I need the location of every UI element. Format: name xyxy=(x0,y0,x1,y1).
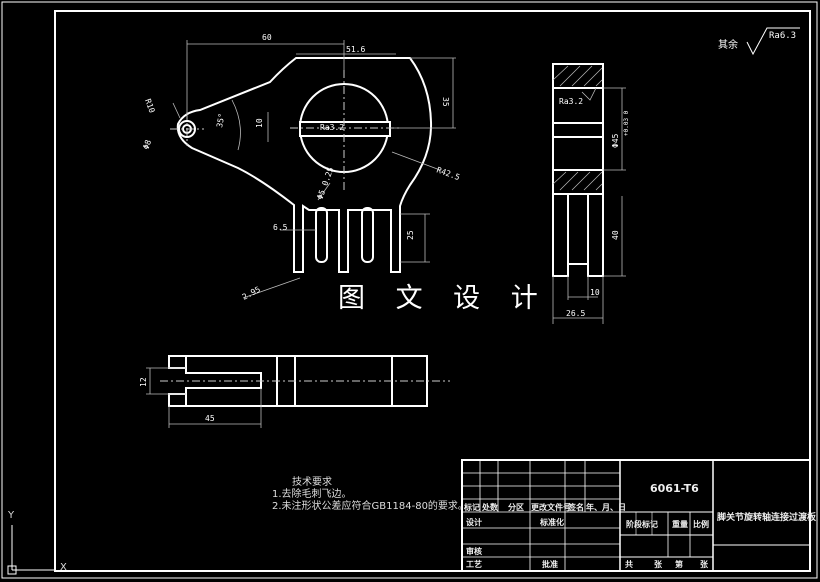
watermark-text: 图 文 设 计 xyxy=(338,283,549,314)
ucs-icon xyxy=(7,525,55,575)
dim-45: 45 xyxy=(205,414,215,423)
tb-weight: 重量 xyxy=(672,520,688,529)
side-view xyxy=(552,63,604,277)
dim-phi45: Φ45 xyxy=(611,133,620,148)
dim-slot-width: Φ5 0.25 xyxy=(315,166,335,201)
tb-process: 工艺 xyxy=(466,560,482,569)
roughness-value: Ra6.3 xyxy=(769,31,796,41)
front-view xyxy=(176,57,433,273)
tb-row-label-3: 更改文件号 xyxy=(531,503,571,512)
dim-35: 35 xyxy=(441,97,450,107)
side-view-dimensions xyxy=(552,87,626,324)
roughness-prefix: 其余 xyxy=(718,38,738,51)
dim-60: 60 xyxy=(262,33,272,42)
tb-sheet: 张 xyxy=(654,560,662,569)
dim-25: 25 xyxy=(406,230,415,240)
front-view-dimensions xyxy=(172,40,456,299)
tb-review: 审核 xyxy=(466,547,482,556)
dim-26-5: 26.5 xyxy=(566,309,585,318)
dim-12: 12 xyxy=(139,377,148,387)
tech-req-title: 技术要求 xyxy=(292,477,332,488)
dim-tol45: +0.03 0 xyxy=(623,110,630,136)
tb-total: 共 xyxy=(625,560,633,569)
tb-design: 设计 xyxy=(466,518,482,527)
dim-r10: R10 xyxy=(143,98,156,115)
roughness-symbol xyxy=(746,27,800,56)
ucs-y-label: Y xyxy=(8,510,15,521)
top-view-dimensions xyxy=(146,367,262,428)
tb-approve: 批准 xyxy=(542,560,558,569)
tb-stage-mark: 阶段标记 xyxy=(626,520,658,529)
dim-10: 10 xyxy=(255,118,264,128)
dim-r42-5: R42.5 xyxy=(435,165,461,182)
tb-row-label-2: 分区 xyxy=(508,503,524,512)
dim-10b: 10 xyxy=(590,288,600,297)
tb-row-label-0: 标记 xyxy=(464,503,480,512)
title-block xyxy=(461,459,811,572)
dim-phi8: Φ8 xyxy=(141,138,153,150)
tb-page: 第 xyxy=(675,560,683,569)
inner-frame xyxy=(54,10,811,572)
tb-scale: 比例 xyxy=(693,520,709,529)
tb-drawing-name: 脚关节旋转轴连接过渡板 xyxy=(717,513,817,523)
dim-6-5: 6.5 xyxy=(273,223,288,232)
technical-requirements: 技术要求 1.去除毛刺飞边。 2.未注形状公差应符合GB1184-80的要求。 xyxy=(272,477,468,513)
tb-sheet2: 张 xyxy=(700,560,708,569)
tb-row-label-4: 签名 xyxy=(568,503,584,512)
ucs-x-label: X xyxy=(60,562,67,573)
tb-row-label-1: 处数 xyxy=(482,503,498,512)
tech-req-item-1: 1.去除毛刺飞边。 xyxy=(272,489,352,500)
dim-angle-35: 35° xyxy=(215,113,226,129)
tech-req-item-2: 2.未注形状公差应符合GB1184-80的要求。 xyxy=(272,501,468,512)
dim-ra3-2-b: Ra3.2 xyxy=(559,97,583,106)
tb-standardize: 标准化 xyxy=(540,518,564,527)
tb-row-label-5: 年、月、日 xyxy=(586,503,626,512)
dim-ra3-2-a: Ra3.2 xyxy=(320,123,344,132)
dim-2-95: 2.95 xyxy=(241,285,262,302)
dim-40: 40 xyxy=(611,230,620,240)
side-view-hatch xyxy=(552,65,603,191)
tb-material: 6061-T6 xyxy=(650,482,699,495)
dim-51-6: 51.6 xyxy=(346,45,365,54)
